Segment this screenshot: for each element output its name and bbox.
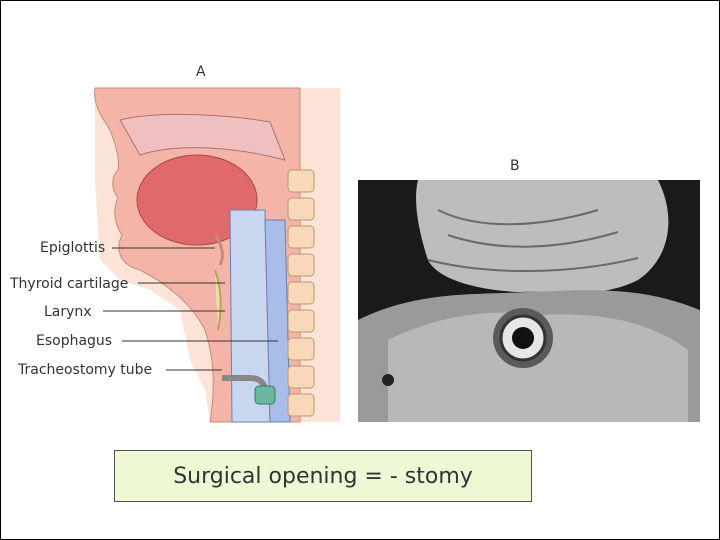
stoma-photo-image: [358, 180, 700, 422]
anatomy-diagram: A: [0, 60, 350, 430]
stoma-photo: [358, 180, 700, 422]
caption-box: Surgical opening = - stomy: [114, 450, 532, 502]
label-tracheostomy-tube: Tracheostomy tube: [18, 362, 153, 378]
label-epiglottis: Epiglottis: [40, 240, 106, 256]
label-esophagus: Esophagus: [36, 333, 113, 349]
panel-a-letter: A: [196, 64, 206, 80]
head-neck-illustration: [94, 87, 340, 423]
panel-b-letter: B: [510, 158, 520, 174]
label-larynx: Larynx: [44, 304, 92, 320]
label-thyroid-cartilage: Thyroid cartilage: [10, 276, 129, 292]
